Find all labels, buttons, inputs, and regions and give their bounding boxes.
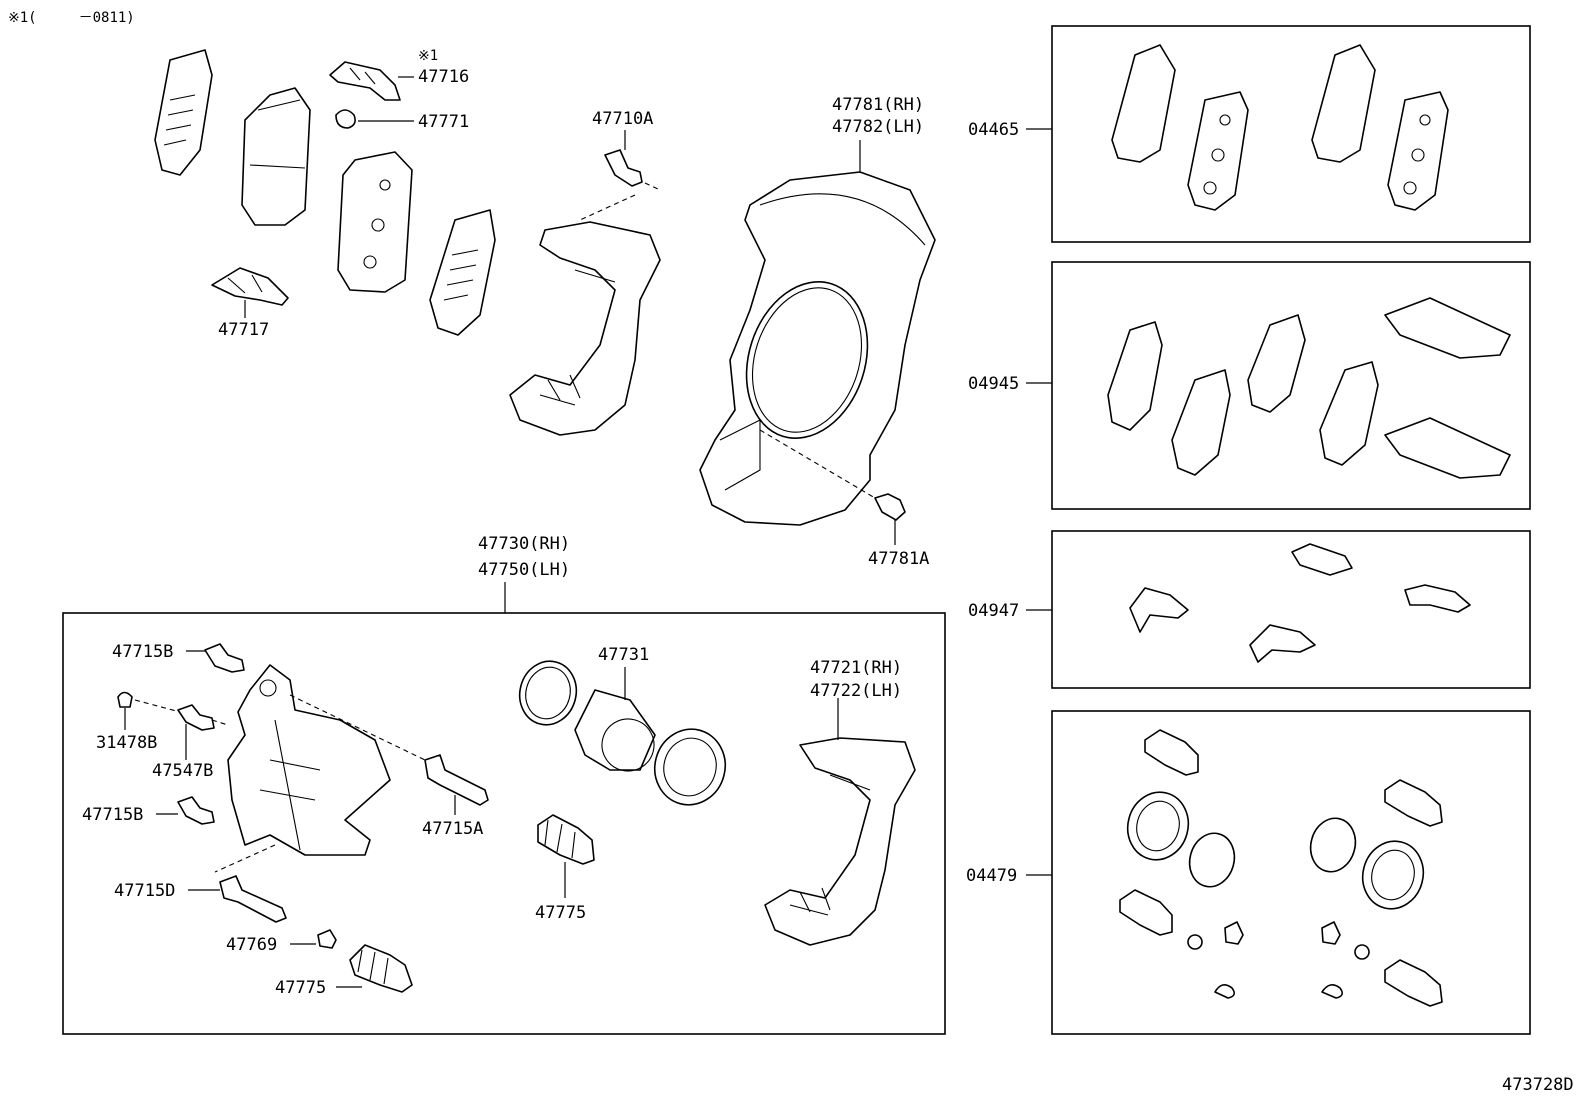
kit-04479-cap-2 [1224, 921, 1244, 945]
kit-04947-clip-1 [1129, 587, 1189, 633]
kit-04479-clip-1 [1214, 984, 1236, 999]
kit-04479-cap-3 [1321, 921, 1341, 945]
callout-47716-note: ※1 [418, 48, 438, 64]
dust-boot-47731 [653, 728, 727, 806]
header-note: ※1( －0811) [8, 10, 135, 26]
kit-04479-ring-1 [1188, 832, 1236, 888]
callout-47731: 47731 [598, 645, 649, 665]
caliper-body [227, 664, 391, 856]
callout-47717: 47717 [218, 320, 269, 340]
kit-04479-boot-4 [1384, 959, 1443, 1007]
brake-pad-outer [241, 87, 311, 226]
clip-47717 [211, 267, 289, 306]
boot-47775-mid [537, 814, 595, 865]
callout-47715A: 47715A [422, 819, 483, 839]
brake-pad-inner [337, 151, 413, 293]
kit-04479-ring-2 [1309, 817, 1357, 873]
bolt-47710A [604, 149, 643, 187]
dust-shield [699, 171, 936, 526]
callout-47715B-mid: 47715B [82, 805, 143, 825]
callout-47775-left: 47775 [275, 978, 326, 998]
kit-code-04465: 04465 [968, 120, 1019, 140]
seal-ring-47731 [518, 660, 578, 726]
bolt-47781A [874, 493, 906, 521]
kit-04945-shim-3 [1247, 314, 1306, 413]
piston-47731 [574, 689, 656, 772]
kit-04479-boot-3 [1384, 779, 1443, 827]
kit-04465-pad-3 [1311, 44, 1376, 163]
boot-47775-left [349, 944, 413, 993]
guide-pin-47715D [219, 875, 287, 923]
clip-47771 [335, 109, 356, 129]
kit-box-04479 [1051, 710, 1531, 1035]
callout-47730-rh: 47730(RH) [478, 534, 570, 554]
callout-47721-rh: 47721(RH) [810, 658, 902, 678]
kit-04465-pad-4 [1387, 91, 1449, 211]
callout-47710A: 47710A [592, 109, 653, 129]
callout-47781-rh: 47781(RH) [832, 95, 924, 115]
callout-47715B-top: 47715B [112, 642, 173, 662]
kit-04479-cap-1 [1187, 934, 1203, 950]
kit-code-04479: 04479 [966, 866, 1017, 886]
kit-04479-clip-2 [1321, 984, 1344, 999]
kit-box-04465 [1051, 25, 1531, 243]
bleeder-47547B [177, 704, 215, 731]
caliper-assembly-box [62, 612, 946, 1035]
kit-code-04947: 04947 [968, 601, 1019, 621]
kit-box-04947 [1051, 530, 1531, 689]
callout-47716: 47716 [418, 67, 469, 87]
callout-47722-lh: 47722(LH) [810, 681, 902, 701]
kit-04945-grease-pack-2 [1384, 417, 1511, 479]
callout-47771: 47771 [418, 112, 469, 132]
diagram-id: 473728D [1502, 1075, 1574, 1095]
kit-box-04945 [1051, 261, 1531, 510]
cap-47769 [317, 929, 337, 949]
callout-31478B: 31478B [96, 733, 157, 753]
callout-47750-lh: 47750(LH) [478, 560, 570, 580]
callout-47782-lh: 47782(LH) [832, 117, 924, 137]
mounting-bracket-top [509, 221, 661, 436]
kit-04947-clip-2 [1291, 543, 1353, 576]
kit-04479-boot-2 [1119, 889, 1173, 936]
guide-pin-47715A [424, 754, 489, 806]
shim-outer-left [154, 49, 213, 176]
kit-04479-cap-4 [1354, 944, 1370, 960]
kit-04947-clip-3 [1249, 624, 1316, 663]
callout-47547B: 47547B [152, 761, 213, 781]
kit-04947-clip-4 [1404, 584, 1471, 613]
kit-04479-boot-1 [1144, 729, 1199, 776]
kit-04945-shim-1 [1107, 321, 1163, 431]
callout-47769: 47769 [226, 935, 277, 955]
kit-04479-seal-2 [1361, 840, 1425, 910]
kit-04465-pad-1 [1111, 44, 1176, 163]
kit-04479-seal-1 [1126, 791, 1190, 861]
kit-04945-grease-pack-1 [1384, 297, 1511, 359]
callout-47715D: 47715D [114, 881, 175, 901]
shim-inner-left [429, 209, 496, 336]
kit-04945-shim-4 [1319, 361, 1379, 466]
bolt-47715B-top [204, 643, 245, 673]
kit-04945-shim-2 [1171, 369, 1231, 476]
mounting-bracket-lower [764, 737, 916, 946]
callout-47781A: 47781A [868, 549, 929, 569]
cap-31478B [117, 691, 133, 708]
clip-47716 [329, 61, 401, 101]
callout-47775-mid: 47775 [535, 903, 586, 923]
kit-04465-pad-2 [1187, 91, 1249, 211]
bolt-47715B-mid [177, 796, 215, 825]
kit-code-04945: 04945 [968, 374, 1019, 394]
